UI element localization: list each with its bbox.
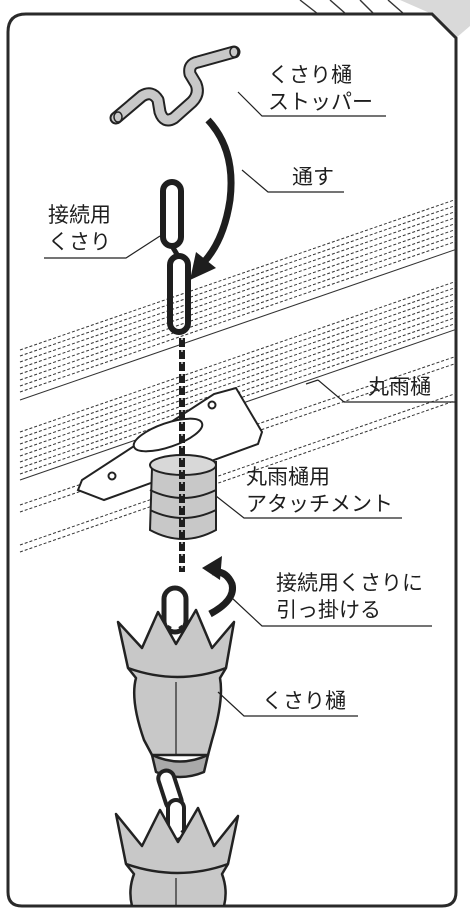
rain-chain-cups xyxy=(114,585,240,906)
attachment-label: 丸雨樋用 アタッチメント xyxy=(246,464,393,518)
hook-label: 接続用くさりに 引っ掛ける xyxy=(276,570,423,624)
pass-through-arrow xyxy=(190,117,235,280)
corner-lines xyxy=(299,0,405,15)
connecting-chain-line1: 接続用 xyxy=(48,203,111,227)
hook-line2: 引っ掛ける xyxy=(276,598,381,622)
attachment-line1: 丸雨樋用 xyxy=(246,465,330,489)
stopper-label-line1: くさり樋 xyxy=(268,63,352,87)
chain-stopper xyxy=(109,45,241,127)
connecting-chain-line2: くさり xyxy=(48,230,111,254)
leader-lines xyxy=(44,91,456,717)
stopper-label: くさり樋 ストッパー xyxy=(268,62,373,116)
diagram-frame xyxy=(6,12,458,908)
connecting-chain xyxy=(160,179,191,335)
pass-through-text: 通す xyxy=(292,165,334,189)
gutter-pointer xyxy=(305,379,319,385)
corner-shade xyxy=(400,0,470,38)
hook-arrow xyxy=(202,556,237,618)
round-gutter-label: 丸雨樋 xyxy=(368,374,431,401)
round-gutter-text: 丸雨樋 xyxy=(368,375,431,399)
connecting-chain-label: 接続用 くさり xyxy=(48,202,111,256)
rain-chain-text: くさり樋 xyxy=(262,689,346,713)
round-gutter xyxy=(19,197,456,553)
hook-line1: 接続用くさりに xyxy=(276,571,423,595)
rain-chain-label: くさり樋 xyxy=(262,688,346,715)
pass-through-label: 通す xyxy=(292,164,334,191)
stopper-label-line2: ストッパー xyxy=(268,90,373,114)
attachment-line2: アタッチメント xyxy=(246,492,393,516)
